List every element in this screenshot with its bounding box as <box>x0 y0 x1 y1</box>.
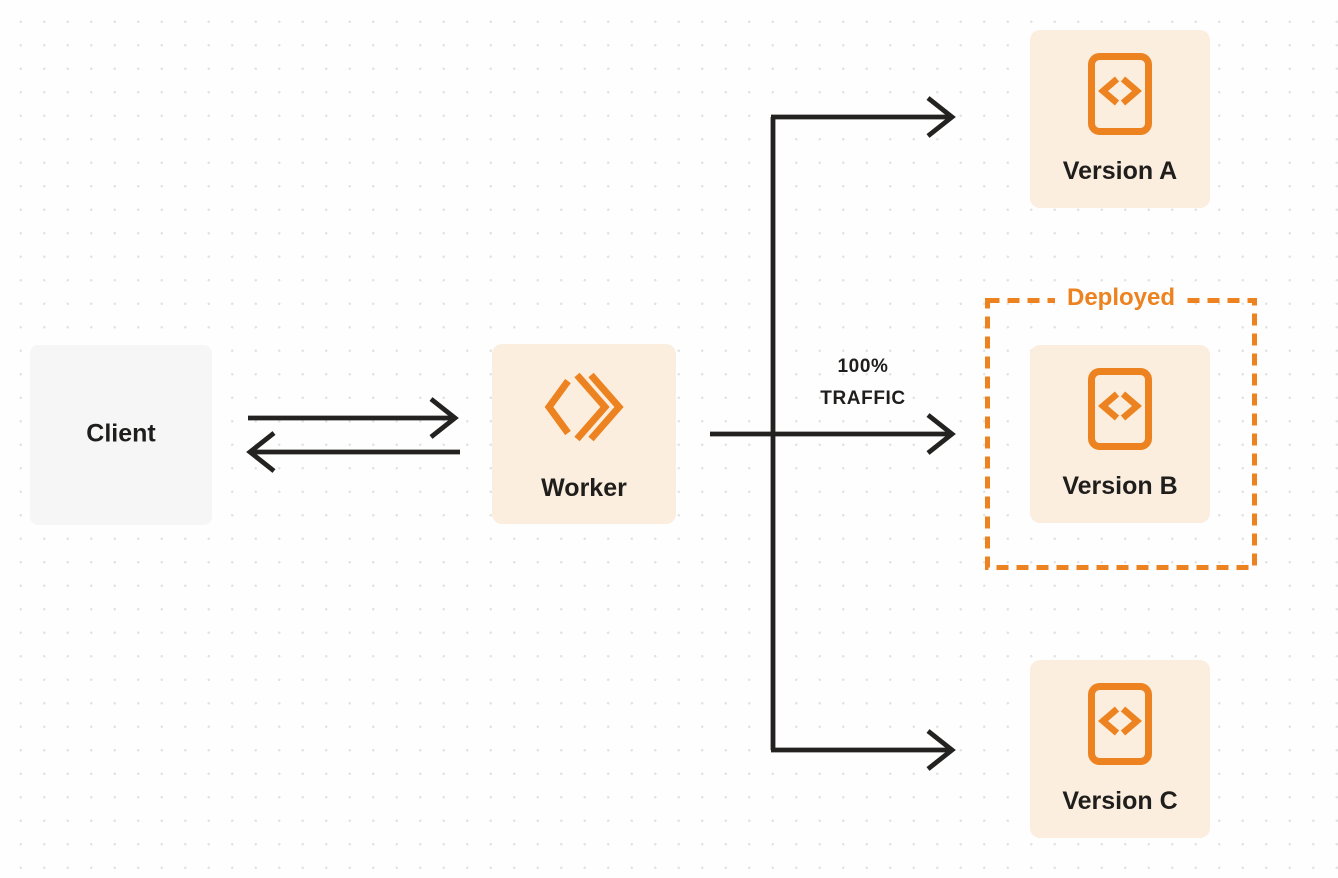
traffic-word-text: TRAFFIC <box>820 388 906 409</box>
code-file-icon <box>1087 52 1153 141</box>
arrow-client-to-worker <box>248 397 459 439</box>
worker-label: Worker <box>541 474 627 502</box>
version-c-node: Version C <box>1030 660 1210 838</box>
deployed-group-label: Deployed <box>1054 284 1188 312</box>
version-a-node: Version A <box>1030 30 1210 208</box>
worker-node: Worker <box>492 344 676 524</box>
arrow-worker-to-client <box>246 431 460 473</box>
deployed-group-outline: Deployed <box>985 284 1257 570</box>
version-b-label: Version B <box>1062 472 1178 500</box>
traffic-percent-text: 100% <box>837 356 889 377</box>
workers-double-chevron-icon <box>544 371 624 448</box>
arrow-to-version-b <box>710 413 956 455</box>
version-b-node: Version B <box>1030 345 1210 523</box>
code-file-icon <box>1087 682 1153 771</box>
client-node: Client <box>30 345 212 525</box>
version-a-label: Version A <box>1062 157 1178 185</box>
code-file-icon <box>1087 367 1153 456</box>
arrow-to-version-c <box>771 729 956 771</box>
dashed-border <box>985 298 1257 570</box>
traffic-annotation: 100% TRAFFIC <box>797 351 929 415</box>
arrow-to-version-a <box>771 96 956 138</box>
client-label: Client <box>86 419 156 448</box>
version-c-label: Version C <box>1062 787 1178 815</box>
